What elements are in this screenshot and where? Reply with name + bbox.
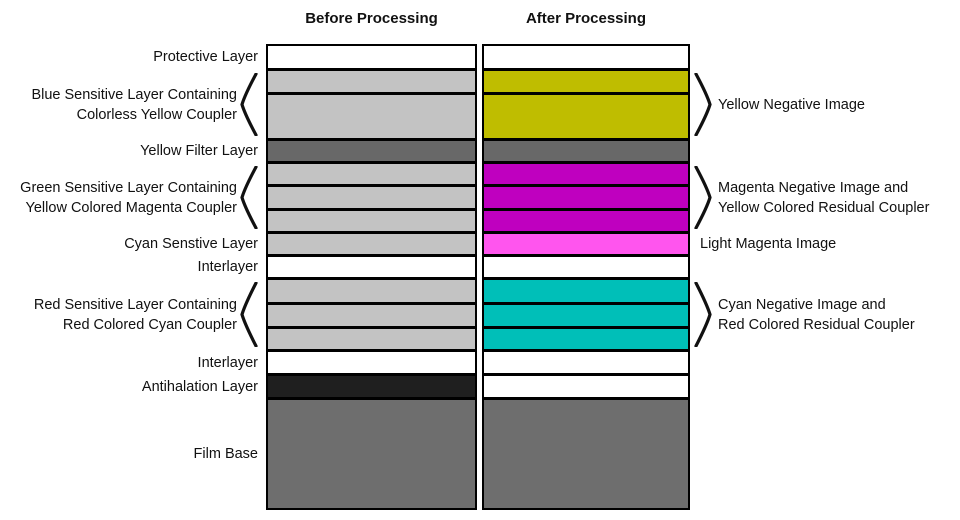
band-blue-sensitive-lower-before xyxy=(268,92,475,138)
label-line: Yellow Negative Image xyxy=(718,96,865,113)
band-antihalation-layer-before xyxy=(268,373,475,397)
label-line: Interlayer xyxy=(197,354,258,371)
band-red-sensitive-1-before xyxy=(268,277,475,302)
label-line: Film Base xyxy=(193,446,258,462)
band-interlayer-upper-before xyxy=(268,254,475,277)
band-red-sensitive-3-before xyxy=(268,326,475,349)
label-line: Yellow Colored Residual Coupler xyxy=(718,199,930,216)
right-label-light-magenta: Light Magenta Image xyxy=(700,234,836,254)
right-brace-magenta-negative-icon xyxy=(694,166,712,229)
label-line: Colorless Yellow Coupler xyxy=(76,106,237,123)
before-processing-column xyxy=(266,44,477,510)
left-label-protective-layer: Protective Layer xyxy=(153,47,258,67)
band-blue-sensitive-lower-after xyxy=(484,92,688,138)
band-yellow-filter-layer-before xyxy=(268,138,475,161)
after-processing-header: After Processing xyxy=(525,10,647,27)
label-line: Light Magenta Image xyxy=(700,236,837,252)
band-green-sensitive-3-after xyxy=(484,208,688,231)
right-brace-yellow-negative-icon xyxy=(694,73,712,136)
band-interlayer-lower-after xyxy=(484,349,688,373)
label-line: Green Sensitive Layer Containing xyxy=(20,179,237,196)
band-red-sensitive-3-after xyxy=(484,326,688,349)
left-brace-green-sensitive-icon xyxy=(240,166,258,229)
label-line: Red Sensitive Layer Containing xyxy=(33,296,237,313)
band-red-sensitive-2-after xyxy=(484,302,688,326)
band-interlayer-lower-before xyxy=(268,349,475,373)
band-yellow-filter-layer-after xyxy=(484,138,688,161)
label-line: Blue Sensitive Layer Containing xyxy=(31,86,237,103)
band-cyan-sensitive-layer-before xyxy=(268,231,475,254)
left-label-yellow-filter: Yellow Filter Layer xyxy=(140,141,258,161)
band-green-sensitive-1-before xyxy=(268,161,475,184)
label-line: Yellow Filter Layer xyxy=(140,143,258,159)
left-label-cyan-sensitive: Cyan Senstive Layer xyxy=(124,234,258,254)
band-green-sensitive-2-after xyxy=(484,184,688,208)
after-processing-column xyxy=(482,44,690,510)
before-processing-header: Before Processing xyxy=(305,10,438,27)
band-red-sensitive-2-before xyxy=(268,302,475,326)
band-film-base-before xyxy=(268,397,475,508)
left-label-film-base: Film Base xyxy=(194,444,258,464)
label-line: Protective Layer xyxy=(153,49,258,65)
band-green-sensitive-1-after xyxy=(484,161,688,184)
left-label-interlayer-lower: Interlayer xyxy=(198,353,258,373)
left-label-interlayer-upper: Interlayer xyxy=(198,257,258,277)
label-line: Antihalation Layer xyxy=(141,378,258,395)
band-blue-sensitive-upper-after xyxy=(484,68,688,92)
band-protective-layer-before xyxy=(268,46,475,68)
left-label-antihalation: Antihalation Layer xyxy=(142,377,258,397)
band-blue-sensitive-upper-before xyxy=(268,68,475,92)
band-green-sensitive-2-before xyxy=(268,184,475,208)
left-brace-red-sensitive-icon xyxy=(240,282,258,347)
band-interlayer-upper-after xyxy=(484,254,688,277)
label-line: Yellow Colored Magenta Coupler xyxy=(25,199,237,216)
right-label-yellow-negative: Yellow Negative Image xyxy=(718,95,865,115)
band-protective-layer-after xyxy=(484,46,688,68)
band-red-sensitive-1-after xyxy=(484,277,688,302)
label-line: Red Colored Residual Coupler xyxy=(718,316,915,333)
label-line: Cyan Senstive Layer xyxy=(124,236,258,252)
left-brace-blue-sensitive-icon xyxy=(240,73,258,136)
label-line: Red Colored Cyan Coupler xyxy=(62,316,237,333)
band-antihalation-layer-after xyxy=(484,373,688,397)
label-line: Cyan Negative Image and xyxy=(718,296,886,313)
band-film-base-after xyxy=(484,397,688,508)
band-cyan-sensitive-layer-after xyxy=(484,231,688,254)
band-green-sensitive-3-before xyxy=(268,208,475,231)
label-line: Interlayer xyxy=(197,259,258,275)
right-brace-cyan-negative-icon xyxy=(694,282,712,347)
label-line: Magenta Negative Image and xyxy=(718,179,909,196)
